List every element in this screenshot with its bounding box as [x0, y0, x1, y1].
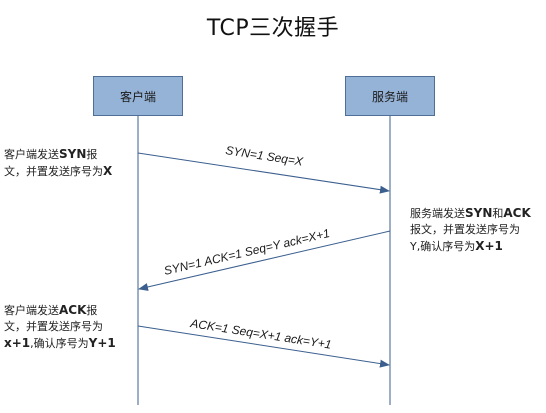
syn-arrow: [137, 152, 390, 194]
syn-ack-message-label: SYN=1 ACK=1 Seq=Y ack=X+1: [163, 226, 332, 278]
client-actor-box: 客户端: [93, 76, 183, 116]
client-ack-note: 客户端发送ACK报 文，并置发送序号为 x+1,确认序号为Y+1: [4, 303, 116, 350]
server-syn-ack-note: 服务端发送SYN和ACK 报文，并置发送序号为 Y,确认序号为X+1: [410, 206, 531, 253]
ack-arrow: [137, 325, 390, 368]
syn-ack-arrow: [138, 230, 391, 291]
server-actor-box: 服务端: [345, 76, 435, 116]
ack-message-label: ACK=1 Seq=X+1 ack=Y+1: [189, 316, 333, 352]
diagram-title: TCP三次握手: [206, 16, 340, 41]
syn-message-label: SYN=1 Seq=X: [225, 143, 305, 169]
client-syn-note: 客户端发送SYN报 文，并置发送序号为X: [4, 147, 113, 178]
